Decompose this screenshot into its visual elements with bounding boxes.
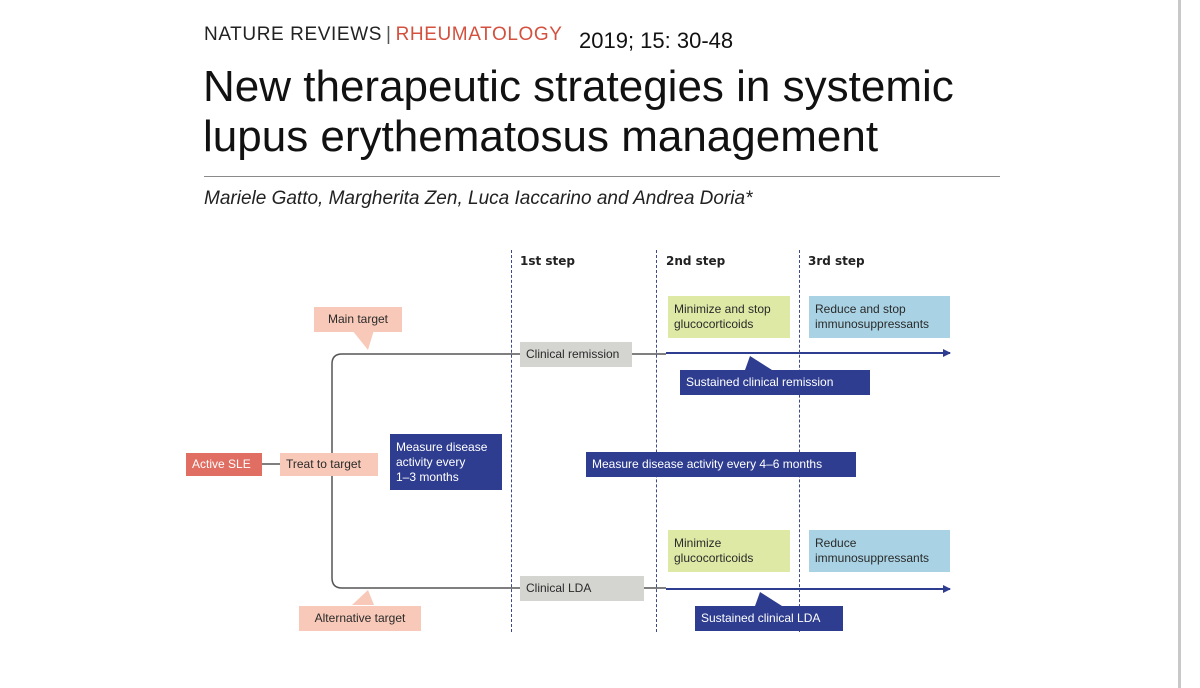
sustained-remission-label: Sustained clinical remission [680, 370, 870, 395]
clinical-lda-label: Clinical LDA [520, 576, 644, 601]
remission-glucocorticoid-box: Minimize and stop glucocorticoids [668, 296, 790, 338]
remission-is-line-1: Reduce and stop [815, 302, 906, 316]
journal-prefix: NATURE REVIEWS [204, 24, 383, 45]
measure-short-line-3: 1–3 months [396, 470, 459, 484]
citation: 2019; 15: 30-48 [579, 28, 734, 53]
step-2-divider [656, 250, 657, 632]
main-target-label: Main target [314, 307, 402, 332]
sustained-remission-pointer [745, 356, 772, 370]
journal-name: NATURE REVIEWS|RHEUMATOLOGY [204, 24, 563, 45]
measure-short-line-1: Measure disease [396, 440, 488, 454]
sustained-lda-pointer [755, 592, 782, 606]
step-2-label: 2nd step [666, 254, 726, 268]
active-sle-label: Active SLE [186, 453, 262, 476]
clinical-remission-label: Clinical remission [520, 342, 632, 367]
lda-glucocorticoid-box: Minimize glucocorticoids [668, 530, 790, 572]
sustained-lda-label: Sustained clinical LDA [695, 606, 843, 631]
lda-gc-line-2: glucocorticoids [674, 551, 754, 565]
remission-is-line-2: immunosuppressants [815, 317, 930, 331]
main-target-pointer [352, 330, 374, 350]
alternative-target-pointer [352, 590, 374, 605]
lda-is-line-1: Reduce [815, 536, 857, 550]
measure-activity-4-6-months: Measure disease activity every 4–6 month… [586, 452, 856, 477]
step-3-label: 3rd step [808, 254, 865, 268]
journal-subject: RHEUMATOLOGY [395, 24, 563, 45]
article-title: New therapeutic strategies in systemic l… [203, 62, 954, 162]
remission-immunosuppressant-box: Reduce and stop immunosuppressants [809, 296, 950, 338]
authors: Mariele Gatto, Margherita Zen, Luca Iacc… [204, 188, 753, 209]
measure-activity-1-3-months: Measure disease activity every 1–3 month… [390, 434, 502, 490]
step-3-divider [799, 250, 800, 632]
remission-gc-line-1: Minimize and stop [674, 302, 771, 316]
alternative-target-label: Alternative target [299, 606, 421, 631]
remission-gc-line-2: glucocorticoids [674, 317, 754, 331]
treat-to-target-label: Treat to target [280, 453, 378, 476]
journal-separator: | [386, 24, 392, 45]
title-divider [204, 176, 1000, 177]
page-edge-rule [1178, 0, 1181, 688]
journal-masthead: NATURE REVIEWS|RHEUMATOLOGY [204, 24, 563, 46]
title-line-2: lupus erythematosus management [203, 112, 879, 161]
measure-short-line-2: activity every [396, 455, 466, 469]
lda-immunosuppressant-box: Reduce immunosuppressants [809, 530, 950, 572]
title-line-1: New therapeutic strategies in systemic [203, 62, 954, 111]
lda-is-line-2: immunosuppressants [815, 551, 930, 565]
step-1-label: 1st step [520, 254, 576, 268]
step-1-divider [511, 250, 512, 632]
lda-gc-line-1: Minimize [674, 536, 722, 550]
